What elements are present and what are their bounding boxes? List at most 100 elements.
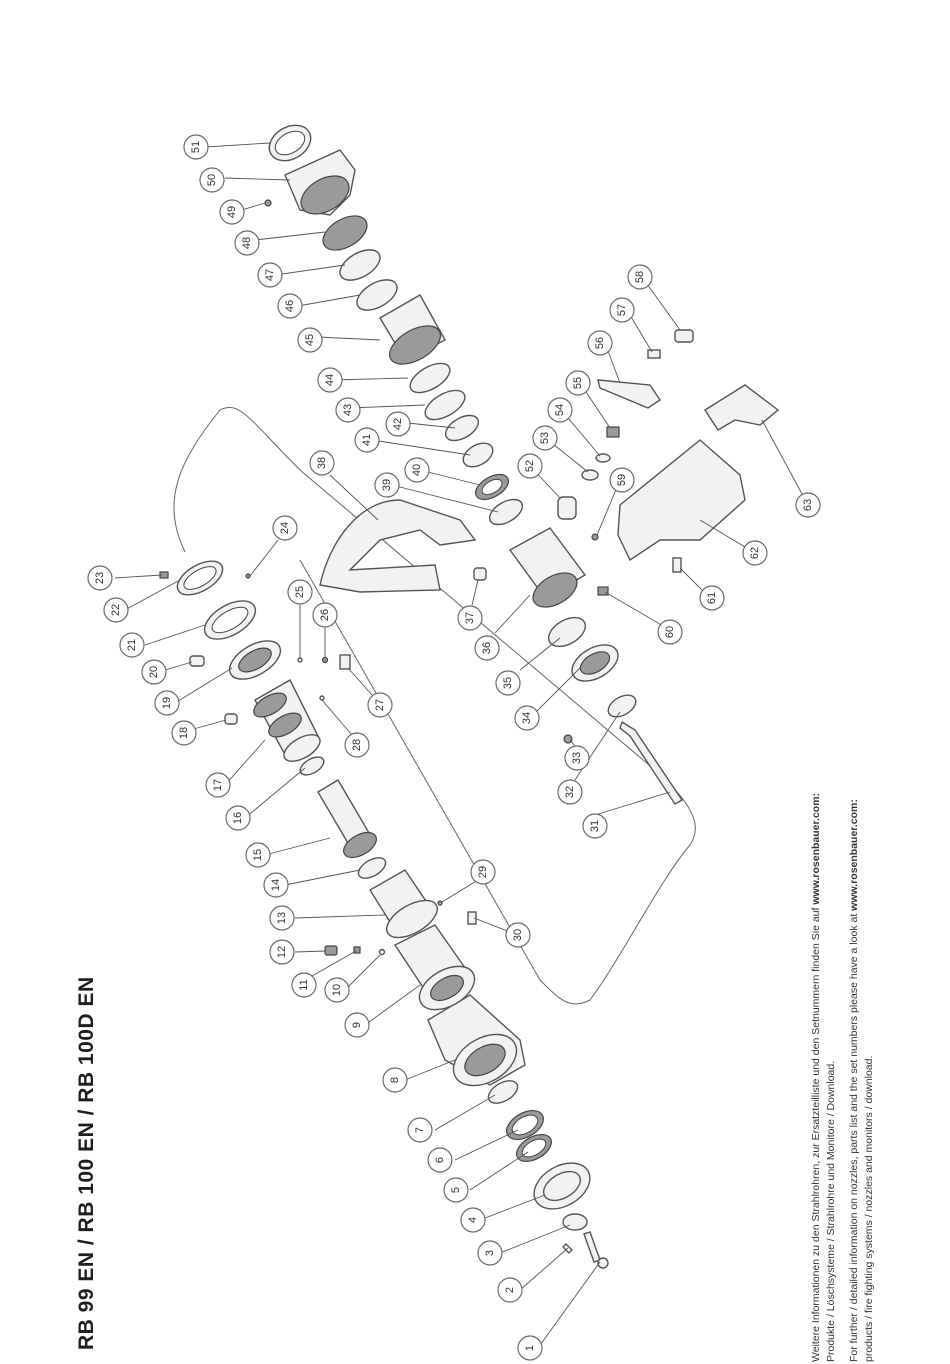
callout-31: 31 [582, 813, 608, 839]
callout-number: 18 [178, 727, 190, 739]
callout-number: 19 [161, 697, 173, 709]
note-de-line-1: Weitere Informationen zu den Strahlrohre… [810, 793, 822, 1362]
callout-60: 60 [657, 619, 683, 645]
callout-number: 39 [381, 479, 393, 491]
callout-number: 14 [270, 879, 282, 891]
part-20-bolt [189, 655, 205, 667]
callout-circle [477, 1240, 503, 1266]
callout-19: 19 [154, 690, 180, 716]
callout-16: 16 [225, 805, 251, 831]
leader-lines [114, 142, 809, 1349]
callout-number: 2 [504, 1287, 516, 1293]
callout-circle [427, 1147, 453, 1173]
callout-36: 36 [474, 635, 500, 661]
part-27-spring [339, 654, 351, 670]
callout-circle [497, 1277, 523, 1303]
part-17-valve-stack [253, 679, 321, 762]
callout-circle [532, 425, 558, 451]
part-60-nut [597, 586, 609, 596]
note-de-link[interactable]: www.rosenbauer.com: [810, 792, 822, 905]
callout-32: 32 [557, 779, 583, 805]
callout-number: 21 [126, 639, 138, 651]
note-en-line-1-text: For further / detailed information on no… [848, 910, 860, 1362]
callout-number: 54 [554, 404, 566, 416]
callout-number: 16 [232, 812, 244, 824]
callout-34: 34 [514, 705, 540, 731]
callout-number: 9 [351, 1022, 363, 1028]
note-en-line-2: products / fire fighting systems / nozzl… [863, 1055, 875, 1362]
callout-circle [272, 515, 298, 541]
callout-number: 6 [434, 1157, 446, 1163]
callout-circle [234, 230, 260, 256]
callout-number: 45 [304, 334, 316, 346]
callout-42: 42 [385, 411, 411, 437]
part-29-ball [437, 900, 443, 906]
callout-number: 34 [521, 712, 533, 724]
part-12-nut [324, 945, 338, 956]
callout-35: 35 [495, 670, 521, 696]
callout-circle [344, 1012, 370, 1038]
callout-circle [587, 330, 613, 356]
callout-12: 12 [269, 939, 295, 965]
callout-14: 14 [263, 872, 289, 898]
part-38-handle [319, 499, 477, 593]
callout-number: 5 [450, 1187, 462, 1193]
callout-3: 3 [477, 1240, 503, 1266]
part-16-o-ring [299, 756, 325, 776]
callout-circle [119, 632, 145, 658]
callout-number: 41 [361, 434, 373, 446]
callout-circle [324, 977, 350, 1003]
part-26-ball [321, 656, 329, 664]
callout-number: 40 [411, 464, 423, 476]
callout-13: 13 [269, 905, 295, 931]
callout-number: 13 [276, 912, 288, 924]
part-52-stopper [557, 496, 577, 520]
callout-10: 10 [324, 977, 350, 1003]
callout-number: 46 [284, 300, 296, 312]
part-31-lever [619, 720, 684, 805]
callout-54: 54 [547, 397, 573, 423]
callout-number: 63 [802, 499, 814, 511]
callout-circle [385, 411, 411, 437]
callout-circle [225, 805, 251, 831]
callout-number: 55 [572, 377, 584, 389]
callout-39: 39 [374, 472, 400, 498]
callout-37: 37 [457, 605, 483, 631]
callout-62: 62 [742, 540, 768, 566]
part-18-bolt [224, 713, 238, 725]
callout-circle [269, 905, 295, 931]
note-en-link[interactable]: www.rosenbauer.com: [848, 799, 860, 911]
part-28-pin [319, 695, 325, 701]
callout-21: 21 [119, 632, 145, 658]
callout-number: 47 [264, 269, 276, 281]
callout-38: 38 [309, 450, 335, 476]
callout-47: 47 [257, 262, 283, 288]
callout-number: 22 [110, 604, 122, 616]
part-33-screw [563, 734, 573, 744]
callout-circle [495, 670, 521, 696]
callout-circle [657, 619, 683, 645]
callout-17: 17 [205, 772, 231, 798]
callout-number: 28 [351, 739, 363, 751]
callout-22: 22 [103, 597, 129, 623]
callout-circle [277, 293, 303, 319]
part-30-spring [467, 911, 477, 925]
callout-7: 7 [407, 1117, 433, 1143]
part-49-screw [264, 199, 272, 207]
callout-circle [443, 1177, 469, 1203]
callout-circle [245, 842, 271, 868]
part-45-swivel [379, 294, 446, 365]
note-de-line-1-text: Weitere Informationen zu den Strahlrohre… [810, 904, 822, 1362]
callout-29: 29 [470, 859, 496, 885]
callout-8: 8 [382, 1067, 408, 1093]
callout-number: 33 [571, 752, 583, 764]
part-35-ring [547, 616, 587, 648]
part-44-ring [409, 362, 451, 394]
callout-circle [609, 297, 635, 323]
part-32-ring [607, 694, 637, 718]
callout-number: 49 [226, 206, 238, 218]
callout-18: 18 [171, 720, 197, 746]
part-58-bolt [674, 329, 694, 343]
callout-4: 4 [460, 1207, 486, 1233]
callout-circle [795, 492, 821, 518]
